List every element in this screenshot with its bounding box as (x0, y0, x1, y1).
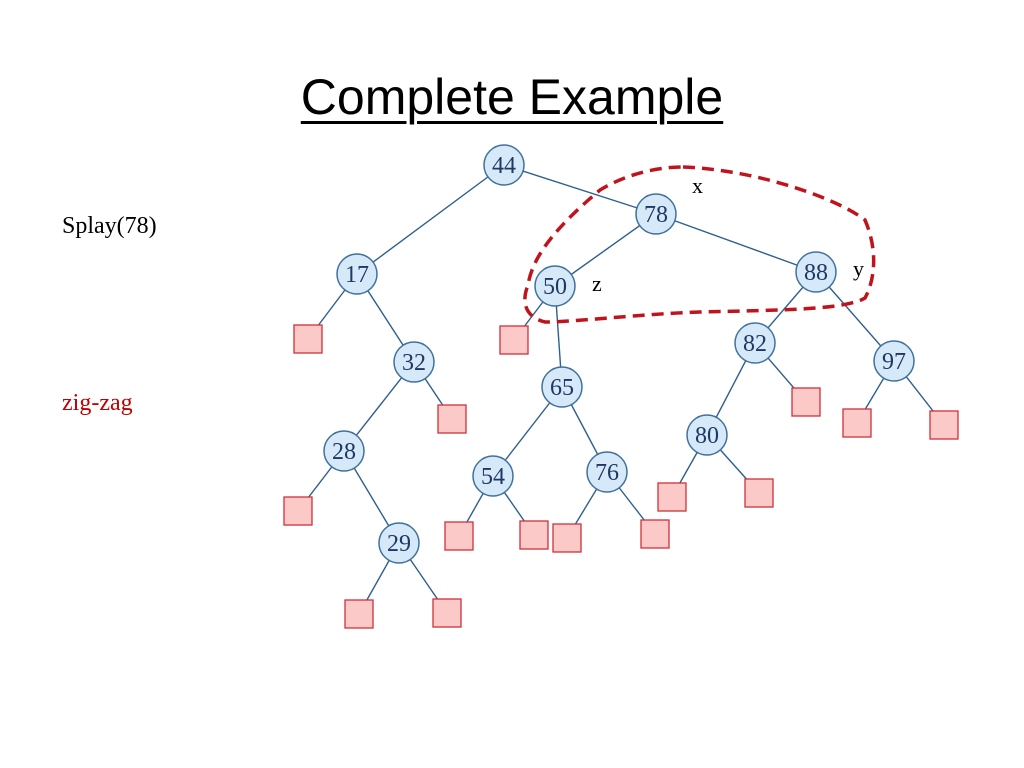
leaves-layer (283, 324, 959, 629)
tree-node-65: 65 (541, 366, 583, 408)
node-circle (795, 251, 837, 293)
external-leaf-node (499, 325, 529, 355)
rotation-label: zig-zag (62, 390, 133, 416)
rotation-highlight-outline (523, 165, 876, 324)
tree-node-50: 50 (534, 265, 576, 307)
tree-node-80: 80 (686, 414, 728, 456)
node-key-label: 97 (882, 349, 906, 375)
role-labels-layer: x y z (592, 173, 864, 296)
external-leaf-node (519, 520, 549, 550)
external-leaf-node (791, 387, 821, 417)
node-circle (635, 193, 677, 235)
node-key-label: 82 (743, 331, 767, 357)
tree-edge-44-17 (356, 164, 505, 275)
node-key-label: 54 (481, 464, 505, 490)
node-key-label: 17 (345, 262, 369, 288)
role-label-x: x (692, 173, 703, 198)
external-leaf-node (444, 521, 474, 551)
slide-title: Complete Example (300, 69, 724, 125)
external-leaf-node (344, 599, 374, 629)
external-leaf-node (640, 519, 670, 549)
node-key-label: 32 (402, 350, 426, 376)
tree-node-97: 97 (873, 340, 915, 382)
node-circle (472, 455, 514, 497)
external-leaf-node (283, 496, 313, 526)
node-key-label: 88 (804, 260, 828, 286)
node-key-label: 78 (644, 202, 668, 228)
node-circle (393, 341, 435, 383)
tree-edge-78-88 (655, 213, 817, 273)
node-key-label: 29 (387, 531, 411, 557)
node-circle (534, 265, 576, 307)
node-key-label: 50 (543, 274, 567, 300)
node-circle (686, 414, 728, 456)
tree-node-17: 17 (336, 253, 378, 295)
external-leaf-node (744, 478, 774, 508)
node-key-label: 28 (332, 439, 356, 465)
node-circle (378, 522, 420, 564)
node-circle (734, 322, 776, 364)
node-circle (483, 144, 525, 186)
tree-node-54: 54 (472, 455, 514, 497)
external-leaf-node (657, 482, 687, 512)
external-leaf-node (437, 404, 467, 434)
tree-node-88: 88 (795, 251, 837, 293)
nodes-layer: 44 17 78 32 28 29 50 65 54 76 88 82 80 97 (323, 144, 915, 564)
tree-node-44: 44 (483, 144, 525, 186)
tree-node-28: 28 (323, 430, 365, 472)
node-key-label: 65 (550, 375, 574, 401)
tree-node-32: 32 (393, 341, 435, 383)
node-circle (323, 430, 365, 472)
tree-edge-44-78 (503, 164, 657, 215)
tree-node-29: 29 (378, 522, 420, 564)
external-leaf-node (432, 598, 462, 628)
role-label-y: y (853, 256, 864, 281)
operation-label: Splay(78) (62, 213, 157, 239)
node-key-label: 80 (695, 423, 719, 449)
node-circle (873, 340, 915, 382)
external-leaf-node (842, 408, 872, 438)
external-leaf-node (552, 523, 582, 553)
tree-node-78: 78 (635, 193, 677, 235)
tree-node-82: 82 (734, 322, 776, 364)
node-circle (586, 451, 628, 493)
external-leaf-node (293, 324, 323, 354)
external-leaf-node (929, 410, 959, 440)
role-label-z: z (592, 271, 602, 296)
node-key-label: 76 (595, 460, 619, 486)
tree-node-76: 76 (586, 451, 628, 493)
node-key-label: 44 (492, 153, 516, 179)
node-circle (336, 253, 378, 295)
node-circle (541, 366, 583, 408)
